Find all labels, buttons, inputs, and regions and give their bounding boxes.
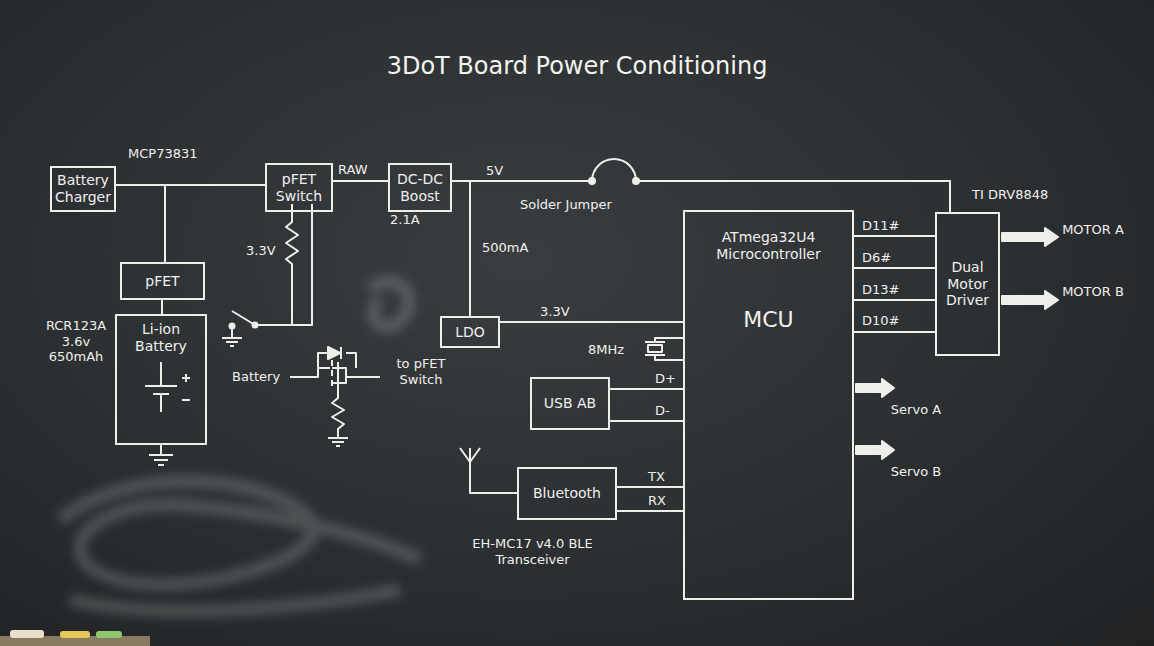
wire: [617, 486, 683, 488]
signal-label: D6#: [862, 250, 891, 266]
mosfet-symbol: [290, 347, 380, 446]
box-label: DC-DC Boost: [393, 171, 447, 205]
switch-symbol: [222, 311, 258, 346]
motor-arrow: [1002, 291, 1058, 309]
boost-box: DC-DC Boost: [388, 163, 452, 212]
signal-label: D10#: [862, 313, 899, 329]
box-label: USB AB: [544, 395, 596, 412]
wire: [452, 159, 950, 212]
wire: [854, 331, 935, 333]
wire: [617, 510, 683, 512]
motor-arrow: [1002, 228, 1058, 246]
box-heading: MCU: [743, 307, 793, 333]
box-label: Dual Motor Driver: [940, 259, 995, 309]
box-label: Bluetooth: [533, 485, 601, 502]
output-label: Servo A: [886, 402, 946, 418]
voltage-label: 5V: [486, 163, 503, 179]
signal-label: D13#: [862, 282, 899, 298]
connector-box: USB AB: [530, 377, 610, 430]
output-label: Servo B: [886, 464, 946, 480]
crystal-label: 8MHz: [588, 342, 624, 358]
chalk-smudge: [60, 282, 420, 611]
antenna-symbol: [460, 448, 517, 493]
current-label: 2.1A: [390, 212, 420, 228]
box-label: Li-ion Battery: [120, 321, 202, 355]
signal-label: D+: [655, 371, 676, 387]
ground-symbol: [149, 445, 173, 465]
current-label: 500mA: [482, 240, 528, 256]
battery-box: Li-ion Battery: [115, 314, 207, 445]
module-label: EH-MC17 v4.0 BLE Transceiver: [440, 536, 625, 567]
wire: [500, 321, 683, 323]
servo-arrow: [856, 379, 894, 397]
radio-box: Bluetooth: [517, 467, 617, 520]
wire: [854, 267, 935, 269]
fet-box: pFET: [120, 262, 205, 300]
signal-label: D-: [655, 403, 670, 419]
wire: [116, 185, 165, 262]
signal-label: RX: [648, 493, 666, 509]
wire: [854, 235, 935, 237]
part-number: TI DRV8848: [972, 187, 1048, 203]
diagram-title: 3DoT Board Power Conditioning: [0, 52, 1154, 80]
pullup-resistor: [255, 204, 312, 325]
mcu-box: ATmega32U4 MicrocontrollerMCU: [683, 210, 854, 600]
box-label: LDO: [455, 324, 485, 341]
net-label: Battery: [232, 369, 280, 385]
wire: [610, 420, 683, 422]
box-label: pFET Switch: [270, 171, 328, 205]
wire: [854, 299, 935, 301]
output-label: MOTOR A: [1062, 222, 1124, 238]
battery-symbol: [145, 362, 190, 412]
signal-label: D11#: [862, 218, 899, 234]
box-label: Battery Charger: [55, 172, 111, 206]
net-label: to pFET Switch: [386, 356, 456, 387]
box-label: pFET: [145, 273, 179, 290]
chalk-tray: [0, 630, 150, 646]
output-label: MOTOR B: [1062, 284, 1124, 300]
switch-box: pFET Switch: [265, 163, 333, 212]
wire: [452, 181, 470, 316]
solder-jumper: [589, 178, 639, 184]
jumper-label: Solder Jumper: [520, 197, 612, 213]
voltage-label: 3.3V: [246, 243, 276, 259]
part-number: MCP73831: [128, 146, 198, 162]
box-label: ATmega32U4 Microcontroller: [688, 229, 849, 263]
driver-box: Dual Motor Driver: [935, 212, 1000, 356]
signal-label: 3.3V: [540, 304, 570, 320]
regulator-box: LDO: [440, 316, 500, 348]
wire: [610, 388, 683, 390]
crystal-symbol: [645, 338, 683, 360]
signal-label: RAW: [338, 162, 368, 178]
battery-spec: RCR123A 3.6v 650mAh: [40, 318, 112, 365]
servo-arrow: [856, 441, 894, 459]
charger-box: Battery Charger: [50, 166, 116, 212]
wire: [161, 300, 163, 314]
wire: [333, 180, 388, 182]
signal-label: TX: [648, 469, 665, 485]
